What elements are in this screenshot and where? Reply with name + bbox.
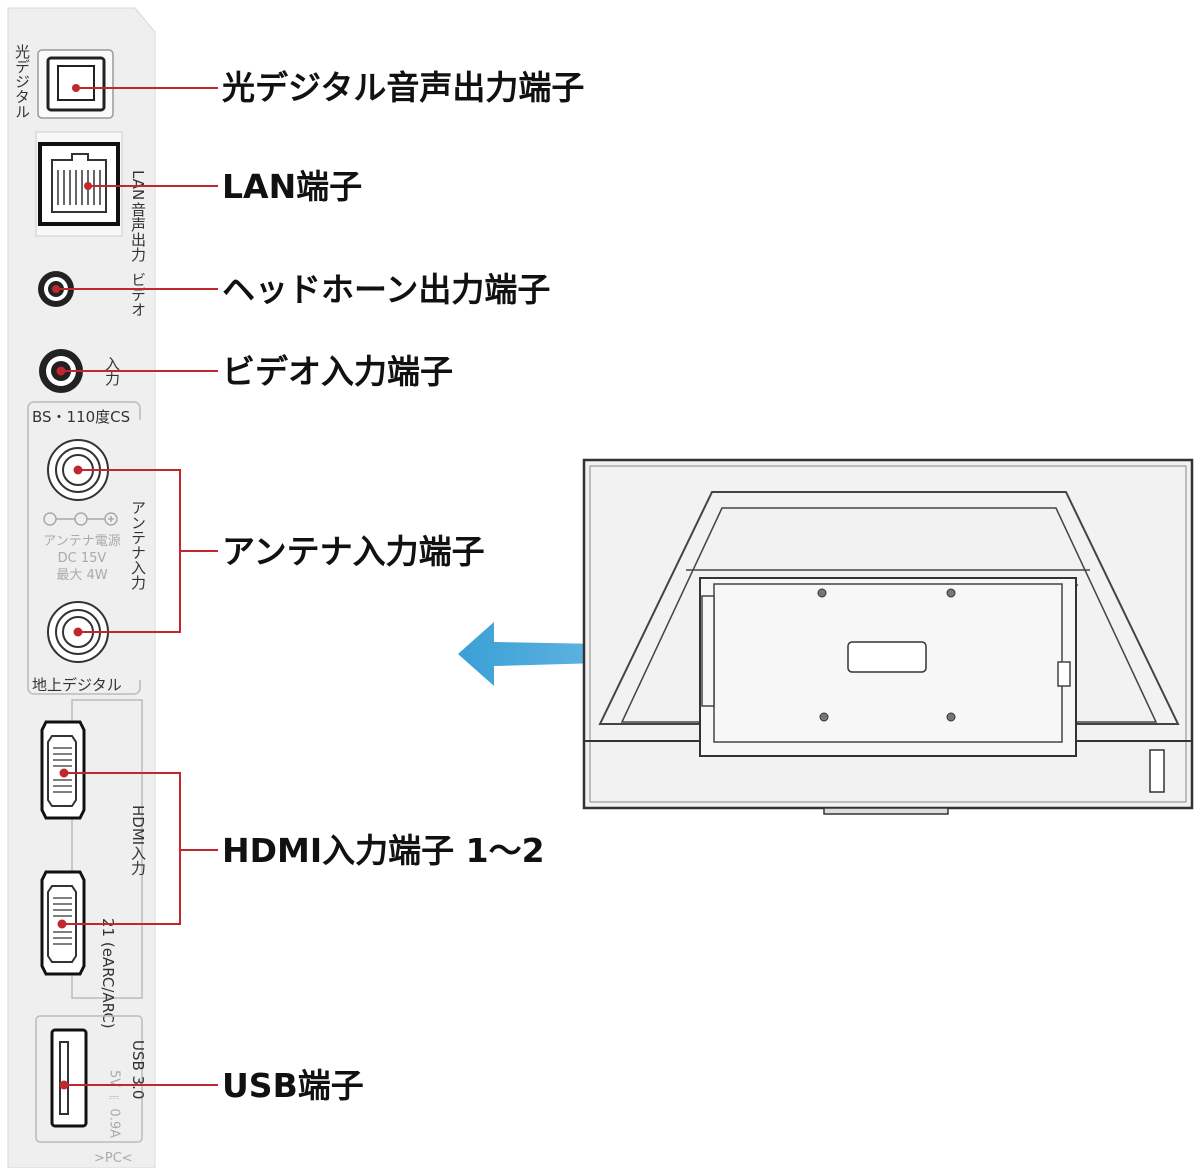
terrestrial-label: 地上デジタル bbox=[32, 676, 122, 694]
hdmi-numbers-label: 21 (eARC/ARC) bbox=[99, 918, 117, 1029]
usb-power-label: 5V ⎓ 0.9A bbox=[107, 1070, 122, 1138]
usb-section bbox=[35, 1015, 143, 1143]
callout-antenna: アンテナ入力端子 bbox=[222, 532, 485, 571]
lan-port bbox=[35, 131, 123, 237]
video-vertical-label: ビデオ bbox=[129, 272, 147, 317]
audio-out-vertical-label: 音声出力 bbox=[129, 202, 147, 263]
optical-port bbox=[37, 49, 114, 119]
callout-video: ビデオ入力端子 bbox=[222, 352, 453, 391]
callout-lan: LAN端子 bbox=[222, 167, 362, 206]
callout-hdmi: HDMI入力端子 1～2 bbox=[222, 831, 545, 870]
antenna-section bbox=[27, 401, 142, 695]
callout-usb: USB端子 bbox=[222, 1066, 364, 1105]
antenna-power-label-3: 最大 4W bbox=[56, 568, 107, 583]
callout-headphone: ヘッドホーン出力端子 bbox=[222, 270, 550, 309]
hdmi-vertical-label: HDMI入力 bbox=[129, 805, 147, 876]
callout-optical: 光デジタル音声出力端子 bbox=[222, 68, 584, 107]
antenna-power-label-1: アンテナ電源 bbox=[43, 534, 120, 549]
leader-lines bbox=[56, 87, 218, 1086]
bs-cs-label: BS・110度CS bbox=[32, 408, 130, 426]
usb-vertical-label: USB 3.0 bbox=[129, 1040, 147, 1099]
antenna-input-vertical-label: アンテナ入力 bbox=[129, 500, 147, 591]
antenna-power-label-2: DC 15V bbox=[58, 551, 107, 566]
leader-hdmi bbox=[62, 772, 218, 925]
optical-vertical-label: 光デジタル bbox=[13, 44, 31, 119]
tv-rear-view bbox=[582, 458, 1194, 815]
usb-port bbox=[50, 1028, 88, 1128]
hdmi-port-2 bbox=[40, 720, 86, 820]
hdmi-section bbox=[71, 699, 143, 999]
leader-antenna bbox=[78, 469, 218, 633]
antenna-power-symbol bbox=[43, 512, 118, 526]
pc-label: >PC< bbox=[94, 1151, 133, 1166]
